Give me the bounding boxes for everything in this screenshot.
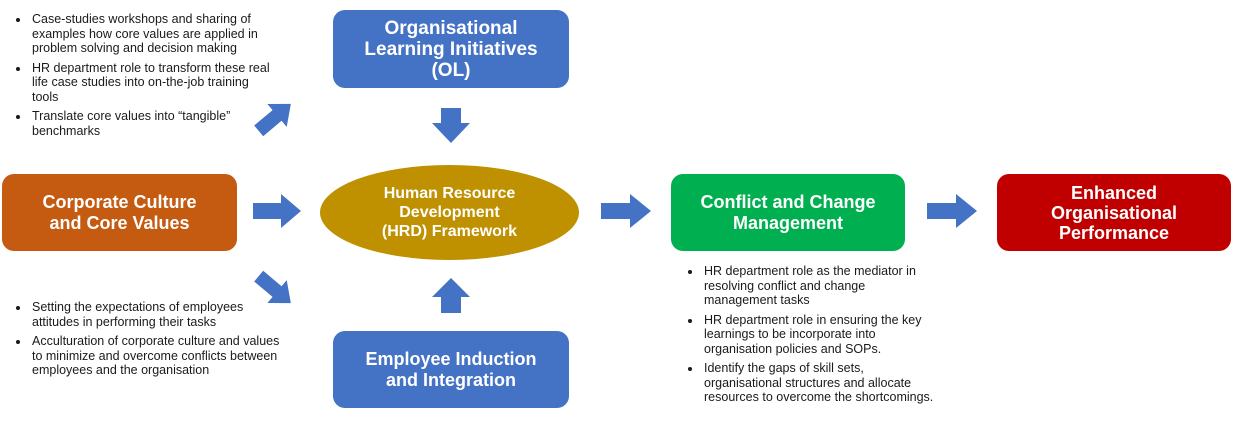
list-item: HR department role as the mediator in re…	[702, 264, 934, 308]
conflict-change-box: Conflict and Change Management	[671, 174, 905, 251]
arrow-right-icon	[927, 194, 977, 228]
enhanced-performance-box: Enhanced Organisational Performance	[997, 174, 1231, 251]
arrow-right-icon	[601, 194, 651, 228]
ol-notes-list: Case-studies workshops and sharing of ex…	[8, 12, 278, 143]
arrow-up-right-icon	[254, 103, 291, 137]
arrow-down-right-icon	[254, 270, 291, 304]
list-item: HR department role in ensuring the key l…	[702, 313, 934, 357]
list-item: Translate core values into “tangible” be…	[30, 109, 278, 138]
employee-induction-box: Employee Induction and Integration	[333, 331, 569, 408]
organisational-learning-box: Organisational Learning Initiatives (OL)	[333, 10, 569, 88]
corporate-culture-box: Corporate Culture and Core Values	[2, 174, 237, 251]
arrow-down-icon	[432, 108, 470, 143]
hrd-framework-ellipse: Human Resource Development (HRD) Framewo…	[320, 165, 579, 260]
list-item: Case-studies workshops and sharing of ex…	[30, 12, 278, 56]
list-item: HR department role to transform these re…	[30, 61, 278, 105]
list-item: Setting the expectations of employees at…	[30, 300, 280, 329]
ccm-notes-list: HR department role as the mediator in re…	[680, 264, 934, 410]
list-item: Identify the gaps of skill sets, organis…	[702, 361, 934, 405]
arrow-right-icon	[253, 194, 301, 228]
list-item: Acculturation of corporate culture and v…	[30, 334, 280, 378]
ei-notes-list: Setting the expectations of employees at…	[8, 300, 280, 383]
arrow-up-icon	[432, 278, 470, 313]
